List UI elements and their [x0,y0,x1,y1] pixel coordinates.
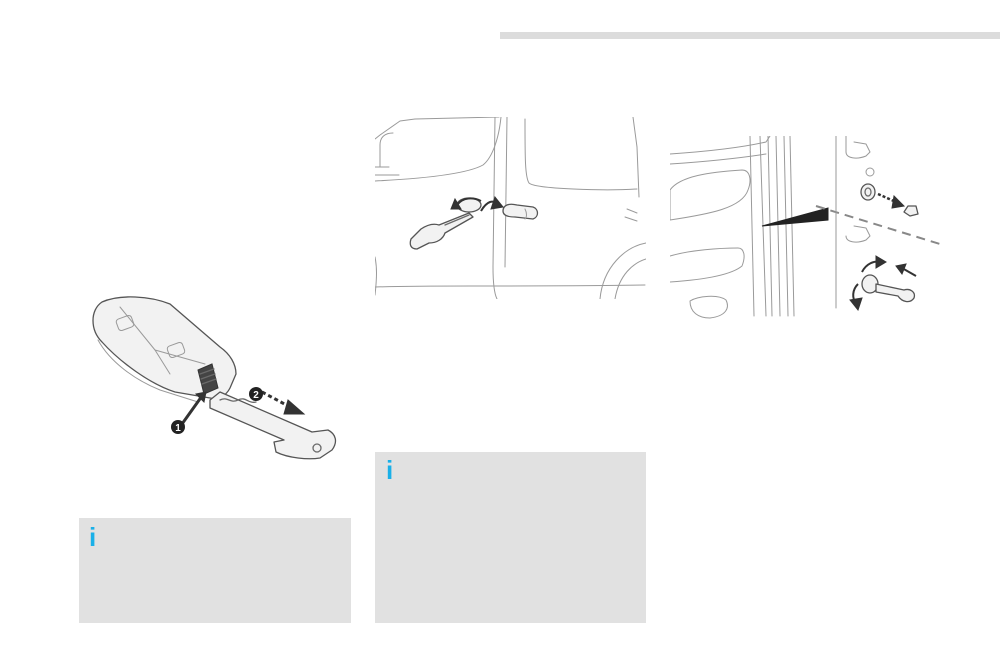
step-2-label: 2 [253,390,259,401]
key-fob-illustration: 1 2 [92,296,337,460]
door-latch-illustration [670,136,941,319]
info-icon: i [386,455,394,485]
door-handle-illustration [375,117,646,299]
info-box-middle: i [375,452,646,623]
info-icon: i [89,522,97,552]
page-header-bar [500,32,1000,39]
step-1-label: 1 [175,423,181,434]
info-box-left: i [79,518,351,623]
